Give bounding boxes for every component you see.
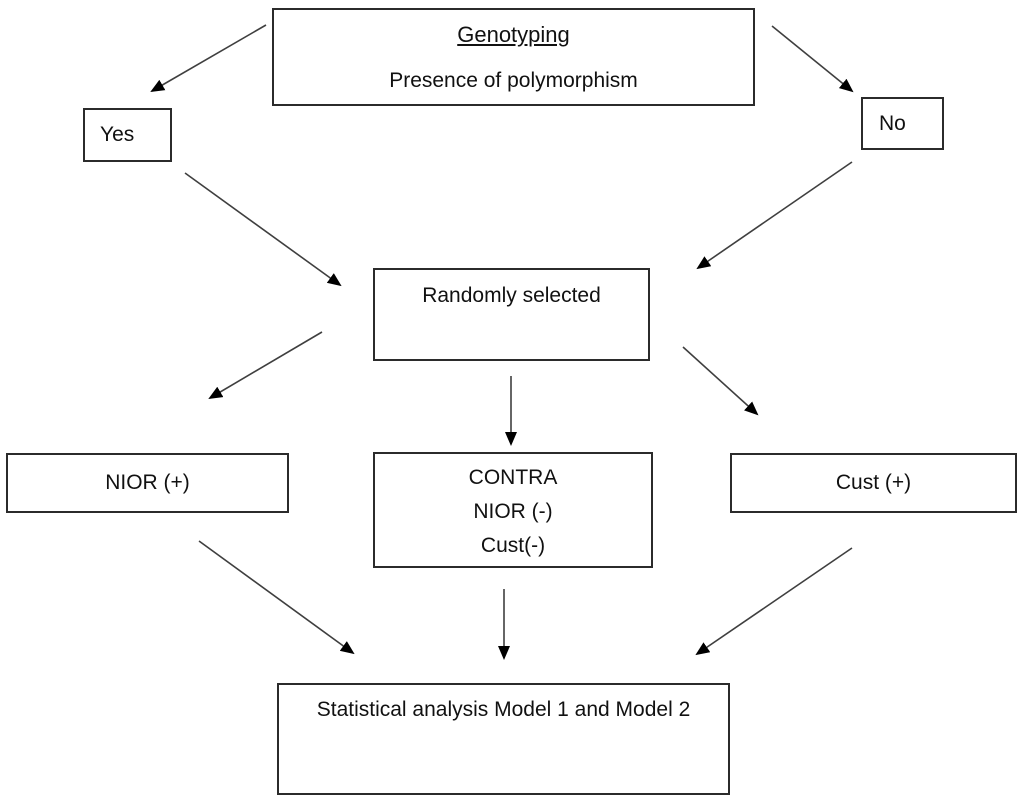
randomly-selected-label: Randomly selected bbox=[422, 284, 601, 307]
node-yes: Yes bbox=[83, 108, 172, 162]
arrow-no-to-randomly-selected bbox=[696, 161, 853, 270]
arrow-yes-to-randomly-selected bbox=[184, 172, 342, 287]
arrow-genotyping-to-yes bbox=[150, 24, 267, 93]
arrow-cust-plus-to-statistical-analysis bbox=[695, 547, 853, 656]
arrow-randomly-selected-to-nior-plus bbox=[208, 331, 323, 400]
contra-line-2: NIOR (-) bbox=[473, 500, 553, 523]
genotyping-title: Genotyping bbox=[457, 22, 570, 47]
arrow-genotyping-to-no bbox=[771, 25, 854, 93]
contra-line-3: Cust(-) bbox=[480, 534, 546, 557]
statistical-analysis-label: Statistical analysis Model 1 and Model 2 bbox=[316, 698, 691, 721]
contra-line-1: CONTRA bbox=[468, 466, 558, 489]
cust-plus-label: Cust (+) bbox=[835, 471, 912, 494]
node-nior-plus: NIOR (+) bbox=[6, 453, 289, 513]
nior-plus-label: NIOR (+) bbox=[105, 471, 190, 494]
no-label: No bbox=[879, 111, 906, 135]
node-cust-plus: Cust (+) bbox=[730, 453, 1017, 513]
node-statistical-analysis: Statistical analysis Model 1 and Model 2 bbox=[277, 683, 730, 795]
node-randomly-selected: Randomly selected bbox=[373, 268, 650, 361]
genotyping-subtitle: Presence of polymorphism bbox=[389, 69, 638, 92]
node-no: No bbox=[861, 97, 944, 150]
arrow-randomly-selected-to-cust-plus bbox=[682, 346, 759, 416]
node-genotyping: Genotyping Presence of polymorphism bbox=[272, 8, 755, 106]
node-contra: CONTRA NIOR (-) Cust(-) bbox=[373, 452, 653, 568]
arrow-nior-plus-to-statistical-analysis bbox=[198, 540, 355, 655]
yes-label: Yes bbox=[100, 123, 135, 146]
